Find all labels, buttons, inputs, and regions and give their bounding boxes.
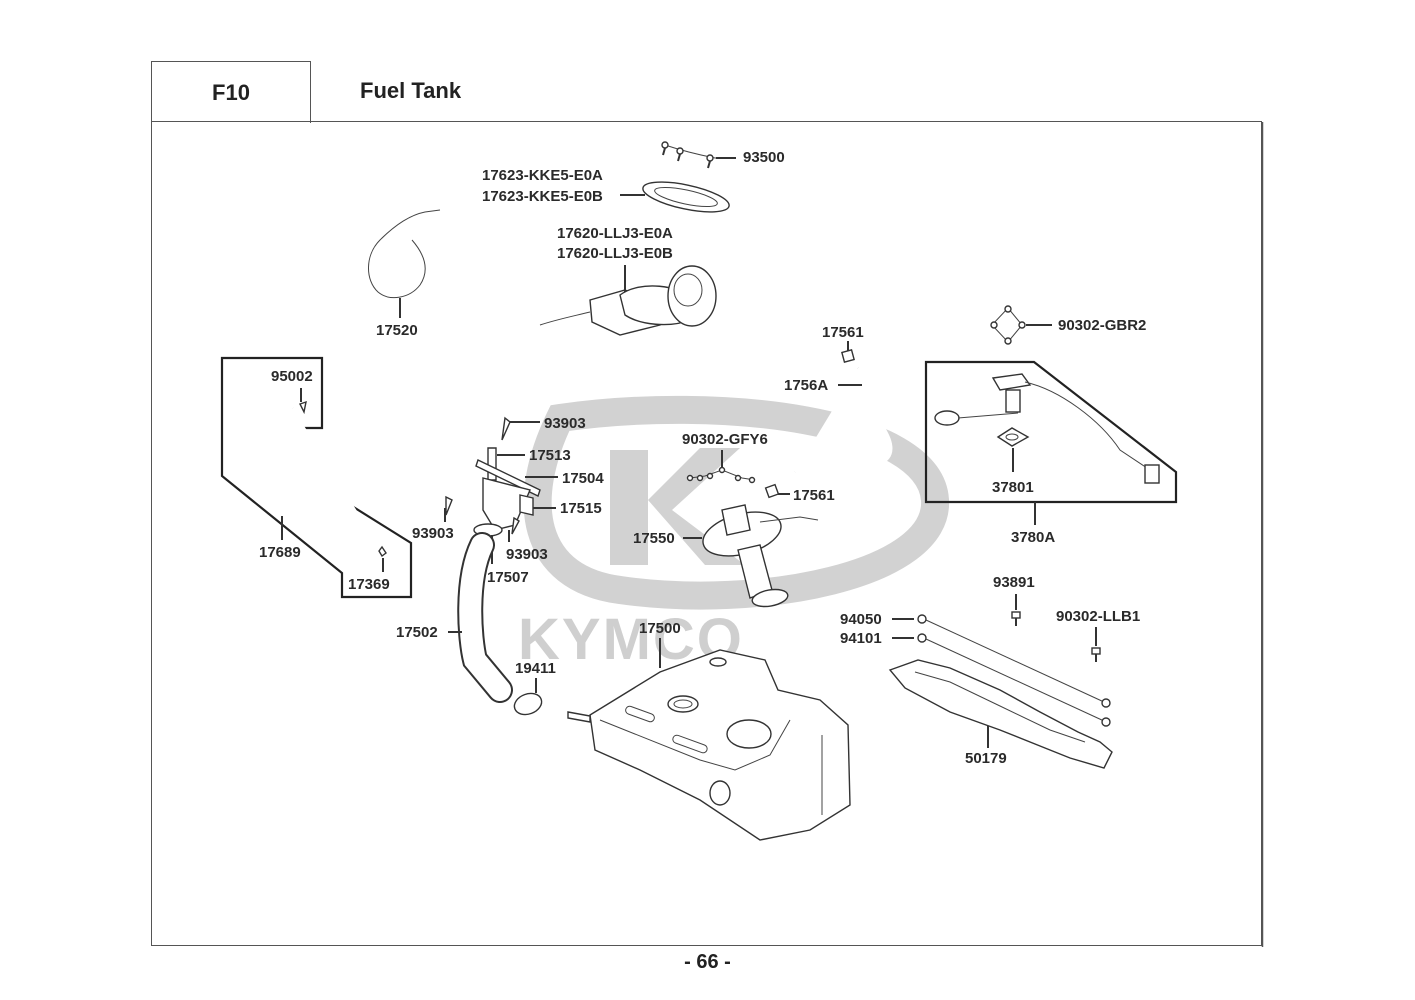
fuel-pump[interactable] (683, 504, 819, 609)
label-94050[interactable]: 94050 (840, 611, 882, 628)
label-17623-kke5-e0a[interactable]: 17623-KKE5-E0A (482, 167, 603, 184)
label-17369[interactable]: 17369 (348, 576, 390, 593)
filler-hose[interactable] (448, 532, 513, 703)
label-17520[interactable]: 17520 (376, 322, 418, 339)
section-code: F10 (151, 61, 311, 123)
header-divider (151, 121, 1262, 122)
label-93903-left[interactable]: 93903 (412, 525, 454, 542)
bolt-90302-llb1[interactable] (1091, 627, 1101, 662)
label-93891[interactable]: 93891 (993, 574, 1035, 591)
fuel-hose-1756a[interactable] (794, 341, 893, 475)
label-93500[interactable]: 93500 (743, 149, 785, 166)
label-50179[interactable]: 50179 (965, 750, 1007, 767)
part-labels: 93500 17623-KKE5-E0A 17623-KKE5-E0B 1762… (259, 149, 1146, 767)
screw-set-90302-gbr2[interactable] (990, 305, 1052, 345)
header-top-gap (311, 58, 1271, 121)
label-93903-top[interactable]: 93903 (544, 415, 586, 432)
label-93903-right[interactable]: 93903 (506, 546, 548, 563)
label-17623-kke5-e0b[interactable]: 17623-KKE5-E0B (482, 188, 603, 205)
drain-tube-assembly[interactable] (220, 356, 413, 599)
label-17502[interactable]: 17502 (396, 624, 438, 641)
label-17513[interactable]: 17513 (529, 447, 571, 464)
label-17620-llj3-e0a[interactable]: 17620-LLJ3-E0A (557, 225, 673, 242)
fuel-cap-ring[interactable] (620, 176, 732, 218)
label-90302-llb1[interactable]: 90302-LLB1 (1056, 608, 1140, 625)
label-17500[interactable]: 17500 (639, 620, 681, 637)
filler-neck-assembly[interactable] (444, 416, 558, 564)
fuel-cap-cable[interactable] (368, 209, 441, 318)
label-95002[interactable]: 95002 (271, 368, 313, 385)
label-17515[interactable]: 17515 (560, 500, 602, 517)
label-17561-top[interactable]: 17561 (822, 324, 864, 341)
fuel-level-sensor-assembly[interactable] (924, 360, 1178, 525)
watermark-k-stem (610, 450, 648, 565)
label-37801[interactable]: 37801 (992, 479, 1034, 496)
label-17620-llj3-e0b[interactable]: 17620-LLJ3-E0B (557, 245, 673, 262)
nut-washer-set[interactable] (892, 614, 1111, 727)
page-title: Fuel Tank (360, 78, 462, 103)
tank-bracket[interactable] (888, 659, 1113, 769)
fuel-cap-assembly[interactable] (539, 265, 717, 336)
label-17504[interactable]: 17504 (562, 470, 604, 487)
label-17550[interactable]: 17550 (633, 530, 675, 547)
label-90302-gbr2[interactable]: 90302-GBR2 (1058, 317, 1146, 334)
hose-clip-mid[interactable] (764, 483, 790, 499)
watermark-swoosh (523, 395, 949, 610)
label-1756a[interactable]: 1756A (784, 377, 828, 394)
hose-clamp[interactable] (511, 678, 544, 718)
label-17561-mid[interactable]: 17561 (793, 487, 835, 504)
label-3780a[interactable]: 3780A (1011, 529, 1055, 546)
screw-set-93500[interactable] (661, 141, 736, 169)
label-94101[interactable]: 94101 (840, 630, 882, 647)
screw-set-90302-gfy6[interactable] (686, 450, 756, 484)
page-number: - 66 - (684, 951, 731, 973)
bolt-93891[interactable] (1011, 594, 1021, 626)
watermark-k-arm (648, 448, 745, 565)
fuel-tank[interactable] (567, 638, 851, 841)
kymco-watermark: KYMCO (518, 395, 949, 672)
label-17507[interactable]: 17507 (487, 569, 529, 586)
label-19411[interactable]: 19411 (515, 660, 556, 677)
label-17689[interactable]: 17689 (259, 544, 301, 561)
label-90302-gfy6[interactable]: 90302-GFY6 (682, 431, 768, 448)
